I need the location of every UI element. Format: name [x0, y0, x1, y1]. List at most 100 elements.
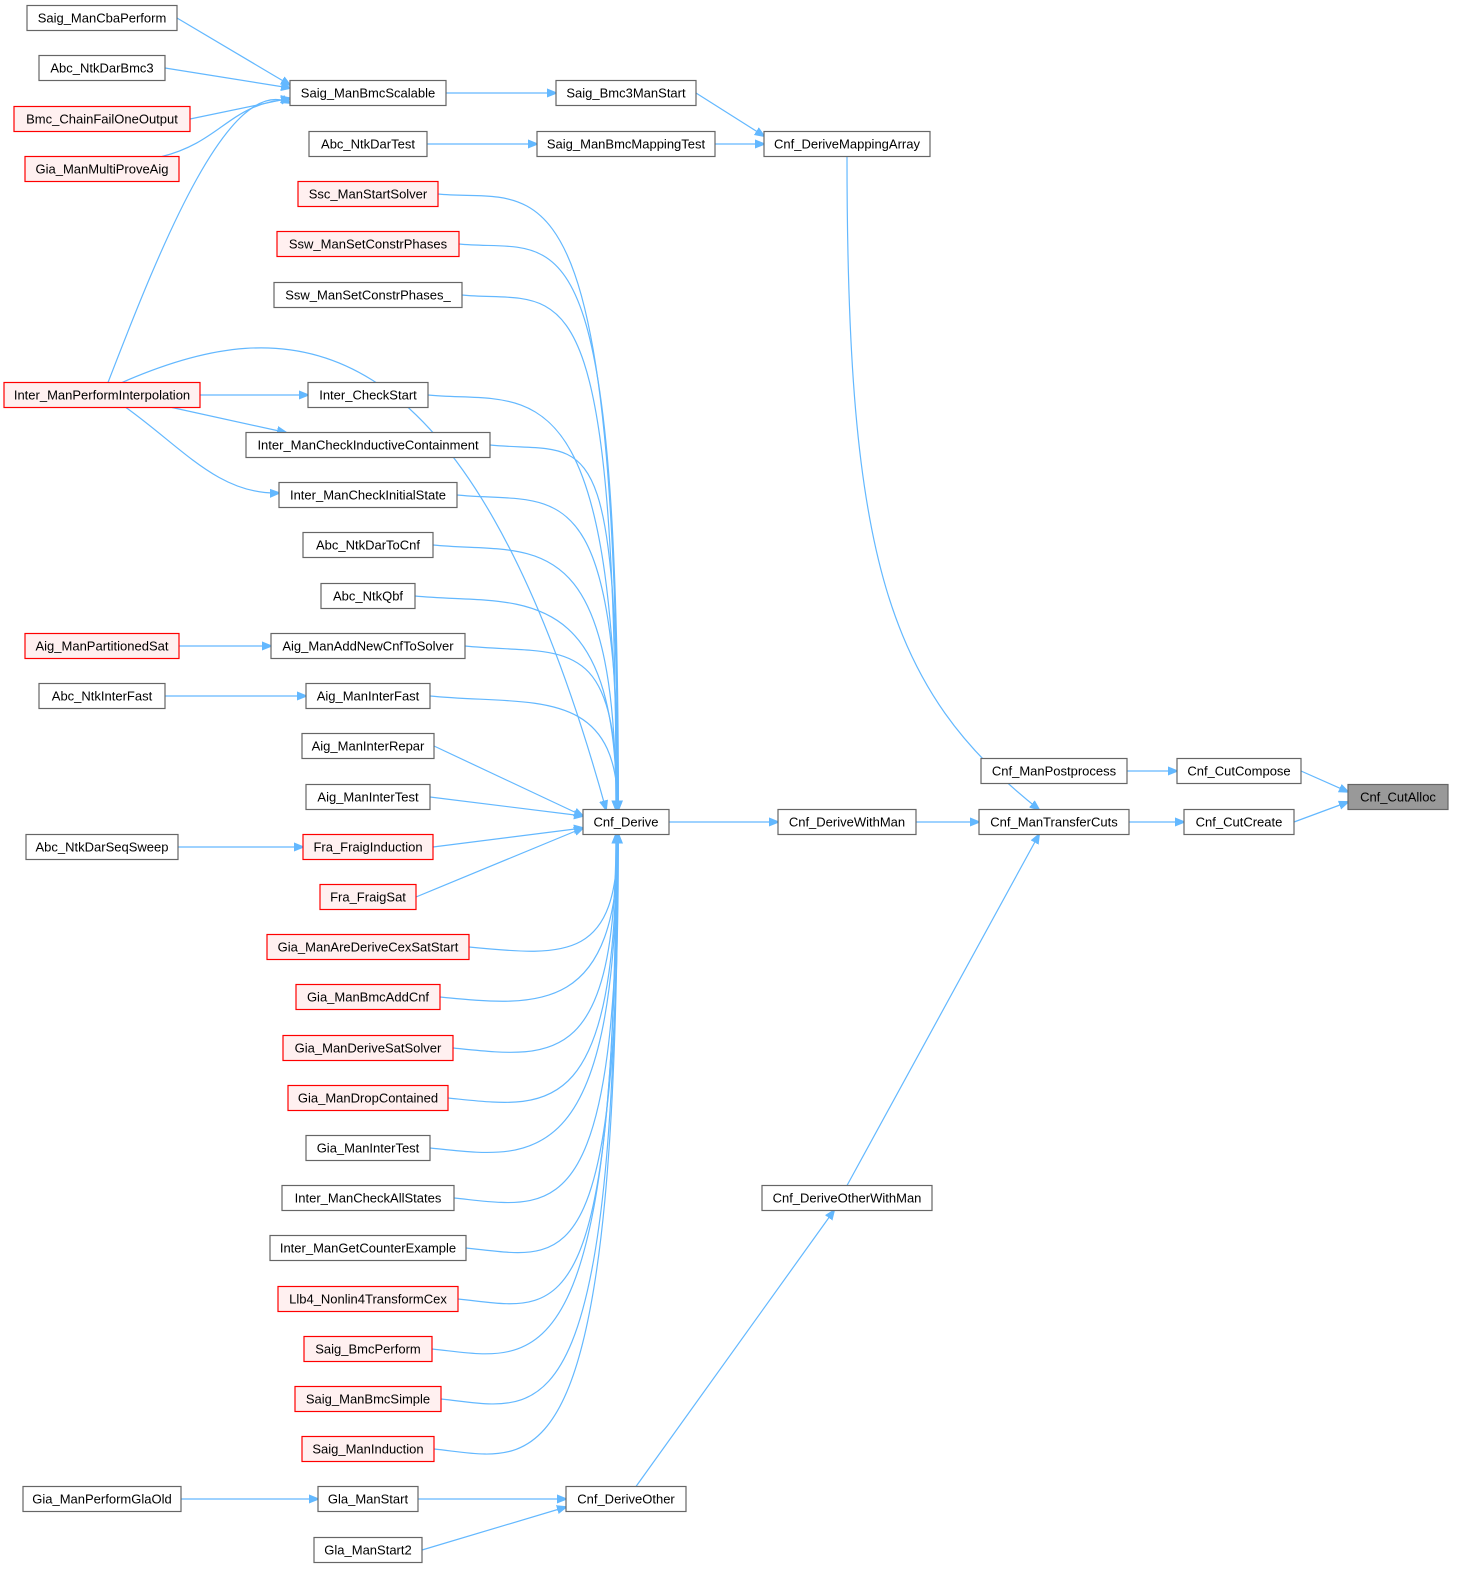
node-aiginterrepar[interactable]: Aig_ManInterRepar	[301, 732, 435, 760]
node-label: Fra_FraigInduction	[313, 840, 422, 855]
node-label: Inter_ManCheckInductiveContainment	[257, 438, 479, 453]
node-giadropcontained[interactable]: Gia_ManDropContained	[287, 1084, 449, 1112]
node-ntkdarbmc3[interactable]: Abc_NtkDarBmc3	[38, 54, 166, 82]
node-cnfderive[interactable]: Cnf_Derive	[582, 808, 670, 836]
node-box	[319, 883, 417, 911]
node-cutcompose[interactable]: Cnf_CutCompose	[1176, 757, 1302, 785]
node-manbmcscalable[interactable]: Saig_ManBmcScalable	[289, 79, 447, 107]
node-box	[24, 155, 180, 183]
edge-ntkqbf-to-cnfderive	[414, 595, 617, 810]
node-aiginterfast[interactable]: Aig_ManInterFast	[305, 682, 431, 710]
edge-fraiginduction-to-cnfderive	[432, 828, 583, 848]
node-ntkqbf[interactable]: Abc_NtkQbf	[320, 582, 416, 610]
node-addnewcnf[interactable]: Aig_ManAddNewCnfToSolver	[270, 632, 466, 660]
node-label: Abc_NtkQbf	[333, 589, 403, 604]
node-label: Cnf_ManPostprocess	[992, 764, 1117, 779]
node-box	[38, 54, 166, 82]
node-giamultiprove[interactable]: Gia_ManMultiProveAig	[24, 155, 180, 183]
node-ntkdartest[interactable]: Abc_NtkDarTest	[308, 130, 428, 158]
node-box	[301, 1435, 435, 1463]
node-cbaperform[interactable]: Saig_ManCbaPerform	[26, 4, 178, 32]
node-interperform[interactable]: Inter_ManPerformInterpolation	[3, 381, 201, 409]
node-box	[266, 933, 470, 961]
node-box	[978, 808, 1130, 836]
edge-sswsetconstr-to-cnfderive	[458, 243, 618, 810]
node-cnfderiveother[interactable]: Cnf_DeriveOther	[565, 1485, 687, 1513]
node-mantransfercuts[interactable]: Cnf_ManTransferCuts	[978, 808, 1130, 836]
node-derivemappingarray[interactable]: Cnf_DeriveMappingArray	[763, 130, 931, 158]
node-box	[320, 582, 416, 610]
node-saiginduction[interactable]: Saig_ManInduction	[301, 1435, 435, 1463]
node-interallstates[interactable]: Inter_ManCheckAllStates	[281, 1184, 455, 1212]
node-bmcchainfail[interactable]: Bmc_ChainFailOneOutput	[13, 105, 191, 133]
node-intercounter[interactable]: Inter_ManGetCounterExample	[269, 1234, 467, 1262]
node-label: Abc_NtkDarBmc3	[50, 61, 153, 76]
node-deriveotherwithman[interactable]: Cnf_DeriveOtherWithMan	[761, 1184, 933, 1212]
edge-giaintertest-to-cnfderive	[429, 835, 617, 1154]
node-ntkdartocnf[interactable]: Abc_NtkDarToCnf	[302, 531, 434, 559]
node-saigbmcsimple[interactable]: Saig_ManBmcSimple	[294, 1385, 442, 1413]
edge-sscstartsolver-to-cnfderive	[437, 193, 618, 810]
node-box	[313, 1536, 423, 1564]
node-aigintertest[interactable]: Aig_ManInterTest	[305, 783, 431, 811]
node-sswsetconstr2[interactable]: Ssw_ManSetConstrPhases_	[273, 281, 463, 309]
edge-giamultiprove-to-manbmcscalable	[161, 99, 290, 158]
node-label: Cnf_ManTransferCuts	[990, 815, 1118, 830]
node-box	[3, 381, 201, 409]
node-label: Ssw_ManSetConstrPhases_	[285, 288, 451, 303]
node-label: Fra_FraigSat	[330, 890, 406, 905]
node-box	[287, 1084, 449, 1112]
node-glamanstart[interactable]: Gla_ManStart	[317, 1485, 419, 1513]
node-manpostprocess[interactable]: Cnf_ManPostprocess	[980, 757, 1128, 785]
node-label: Aig_ManAddNewCnfToSolver	[282, 639, 454, 654]
node-box	[565, 1485, 687, 1513]
node-label: Gia_ManMultiProveAig	[36, 162, 169, 177]
node-box	[761, 1184, 933, 1212]
node-label: Ssc_ManStartSolver	[309, 187, 428, 202]
node-label: Aig_ManPartitionedSat	[36, 639, 169, 654]
node-label: Cnf_DeriveOther	[577, 1492, 675, 1507]
edge-giabmcaddcnf-to-cnfderive	[439, 835, 618, 1002]
edge-aigintertest-to-cnfderive	[429, 796, 583, 816]
edge-interperform-to-manbmcscalable	[107, 100, 290, 383]
node-fraigsat[interactable]: Fra_FraigSat	[319, 883, 417, 911]
node-label: Gia_ManDeriveSatSolver	[295, 1041, 442, 1056]
node-box	[777, 808, 917, 836]
edge-giadropcontained-to-cnfderive	[447, 835, 617, 1103]
node-llb4[interactable]: Llb4_Nonlin4TransformCex	[277, 1285, 459, 1313]
node-intercheckinductive[interactable]: Inter_ManCheckInductiveContainment	[245, 431, 491, 459]
node-performglaold[interactable]: Gia_ManPerformGlaOld	[22, 1485, 182, 1513]
node-label: Saig_ManInduction	[312, 1442, 423, 1457]
node-bmc3manstart[interactable]: Saig_Bmc3ManStart	[555, 79, 697, 107]
node-box	[13, 105, 191, 133]
node-ntkdarseqsweep[interactable]: Abc_NtkDarSeqSweep	[25, 833, 179, 861]
node-derivewithman[interactable]: Cnf_DeriveWithMan	[777, 808, 917, 836]
node-intercheckinitial[interactable]: Inter_ManCheckInitialState	[278, 481, 458, 509]
node-box	[294, 1385, 442, 1413]
node-cutcreate[interactable]: Cnf_CutCreate	[1183, 808, 1295, 836]
node-intercheckstart[interactable]: Inter_CheckStart	[307, 381, 429, 409]
node-sswsetconstr[interactable]: Ssw_ManSetConstrPhases	[276, 230, 460, 258]
node-box	[22, 1485, 182, 1513]
node-label: Cnf_Derive	[593, 815, 658, 830]
node-glamanstart2[interactable]: Gla_ManStart2	[313, 1536, 423, 1564]
node-giaderivesat[interactable]: Gia_ManDeriveSatSolver	[282, 1034, 454, 1062]
node-label: Cnf_DeriveOtherWithMan	[773, 1191, 922, 1206]
node-giaarederive[interactable]: Gia_ManAreDeriveCexSatStart	[266, 933, 470, 961]
node-fraiginduction[interactable]: Fra_FraigInduction	[302, 833, 434, 861]
node-sscstartsolver[interactable]: Ssc_ManStartSolver	[297, 180, 439, 208]
node-label: Inter_ManCheckInitialState	[290, 488, 446, 503]
node-box	[281, 1184, 455, 1212]
node-ntkinterfast[interactable]: Abc_NtkInterFast	[38, 682, 166, 710]
node-saigbmcperform[interactable]: Saig_BmcPerform	[303, 1335, 433, 1363]
node-cutalloc[interactable]: Cnf_CutAlloc	[1347, 783, 1449, 811]
node-label: Cnf_CutCompose	[1187, 764, 1290, 779]
node-partitionedsat[interactable]: Aig_ManPartitionedSat	[24, 632, 180, 660]
node-giabmcaddcnf[interactable]: Gia_ManBmcAddCnf	[295, 983, 441, 1011]
node-giaintertest[interactable]: Gia_ManInterTest	[305, 1134, 431, 1162]
node-manbmcmappingtest[interactable]: Saig_ManBmcMappingTest	[536, 130, 716, 158]
edge-aiginterrepar-to-cnfderive	[433, 745, 583, 816]
node-label: Gia_ManBmcAddCnf	[307, 990, 429, 1005]
node-box	[301, 732, 435, 760]
